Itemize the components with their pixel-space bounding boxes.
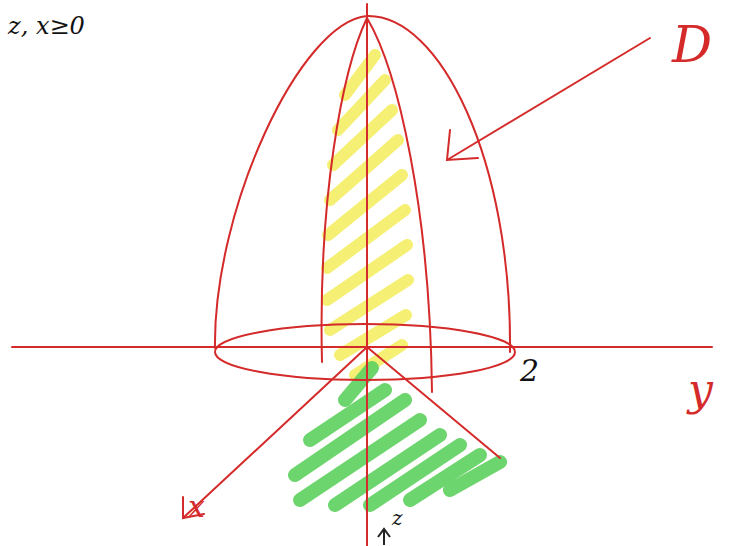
axis-name: z [392,508,403,528]
axis-name: x [188,492,205,522]
axis-name: y [688,368,713,412]
region-name: D [672,20,712,70]
axes-and-surfaces [12,4,712,546]
condition-note: z, x≥0 [8,14,85,38]
green-hatch [295,368,500,505]
z-arrow [378,529,390,545]
radius-value: 2 [520,356,539,386]
